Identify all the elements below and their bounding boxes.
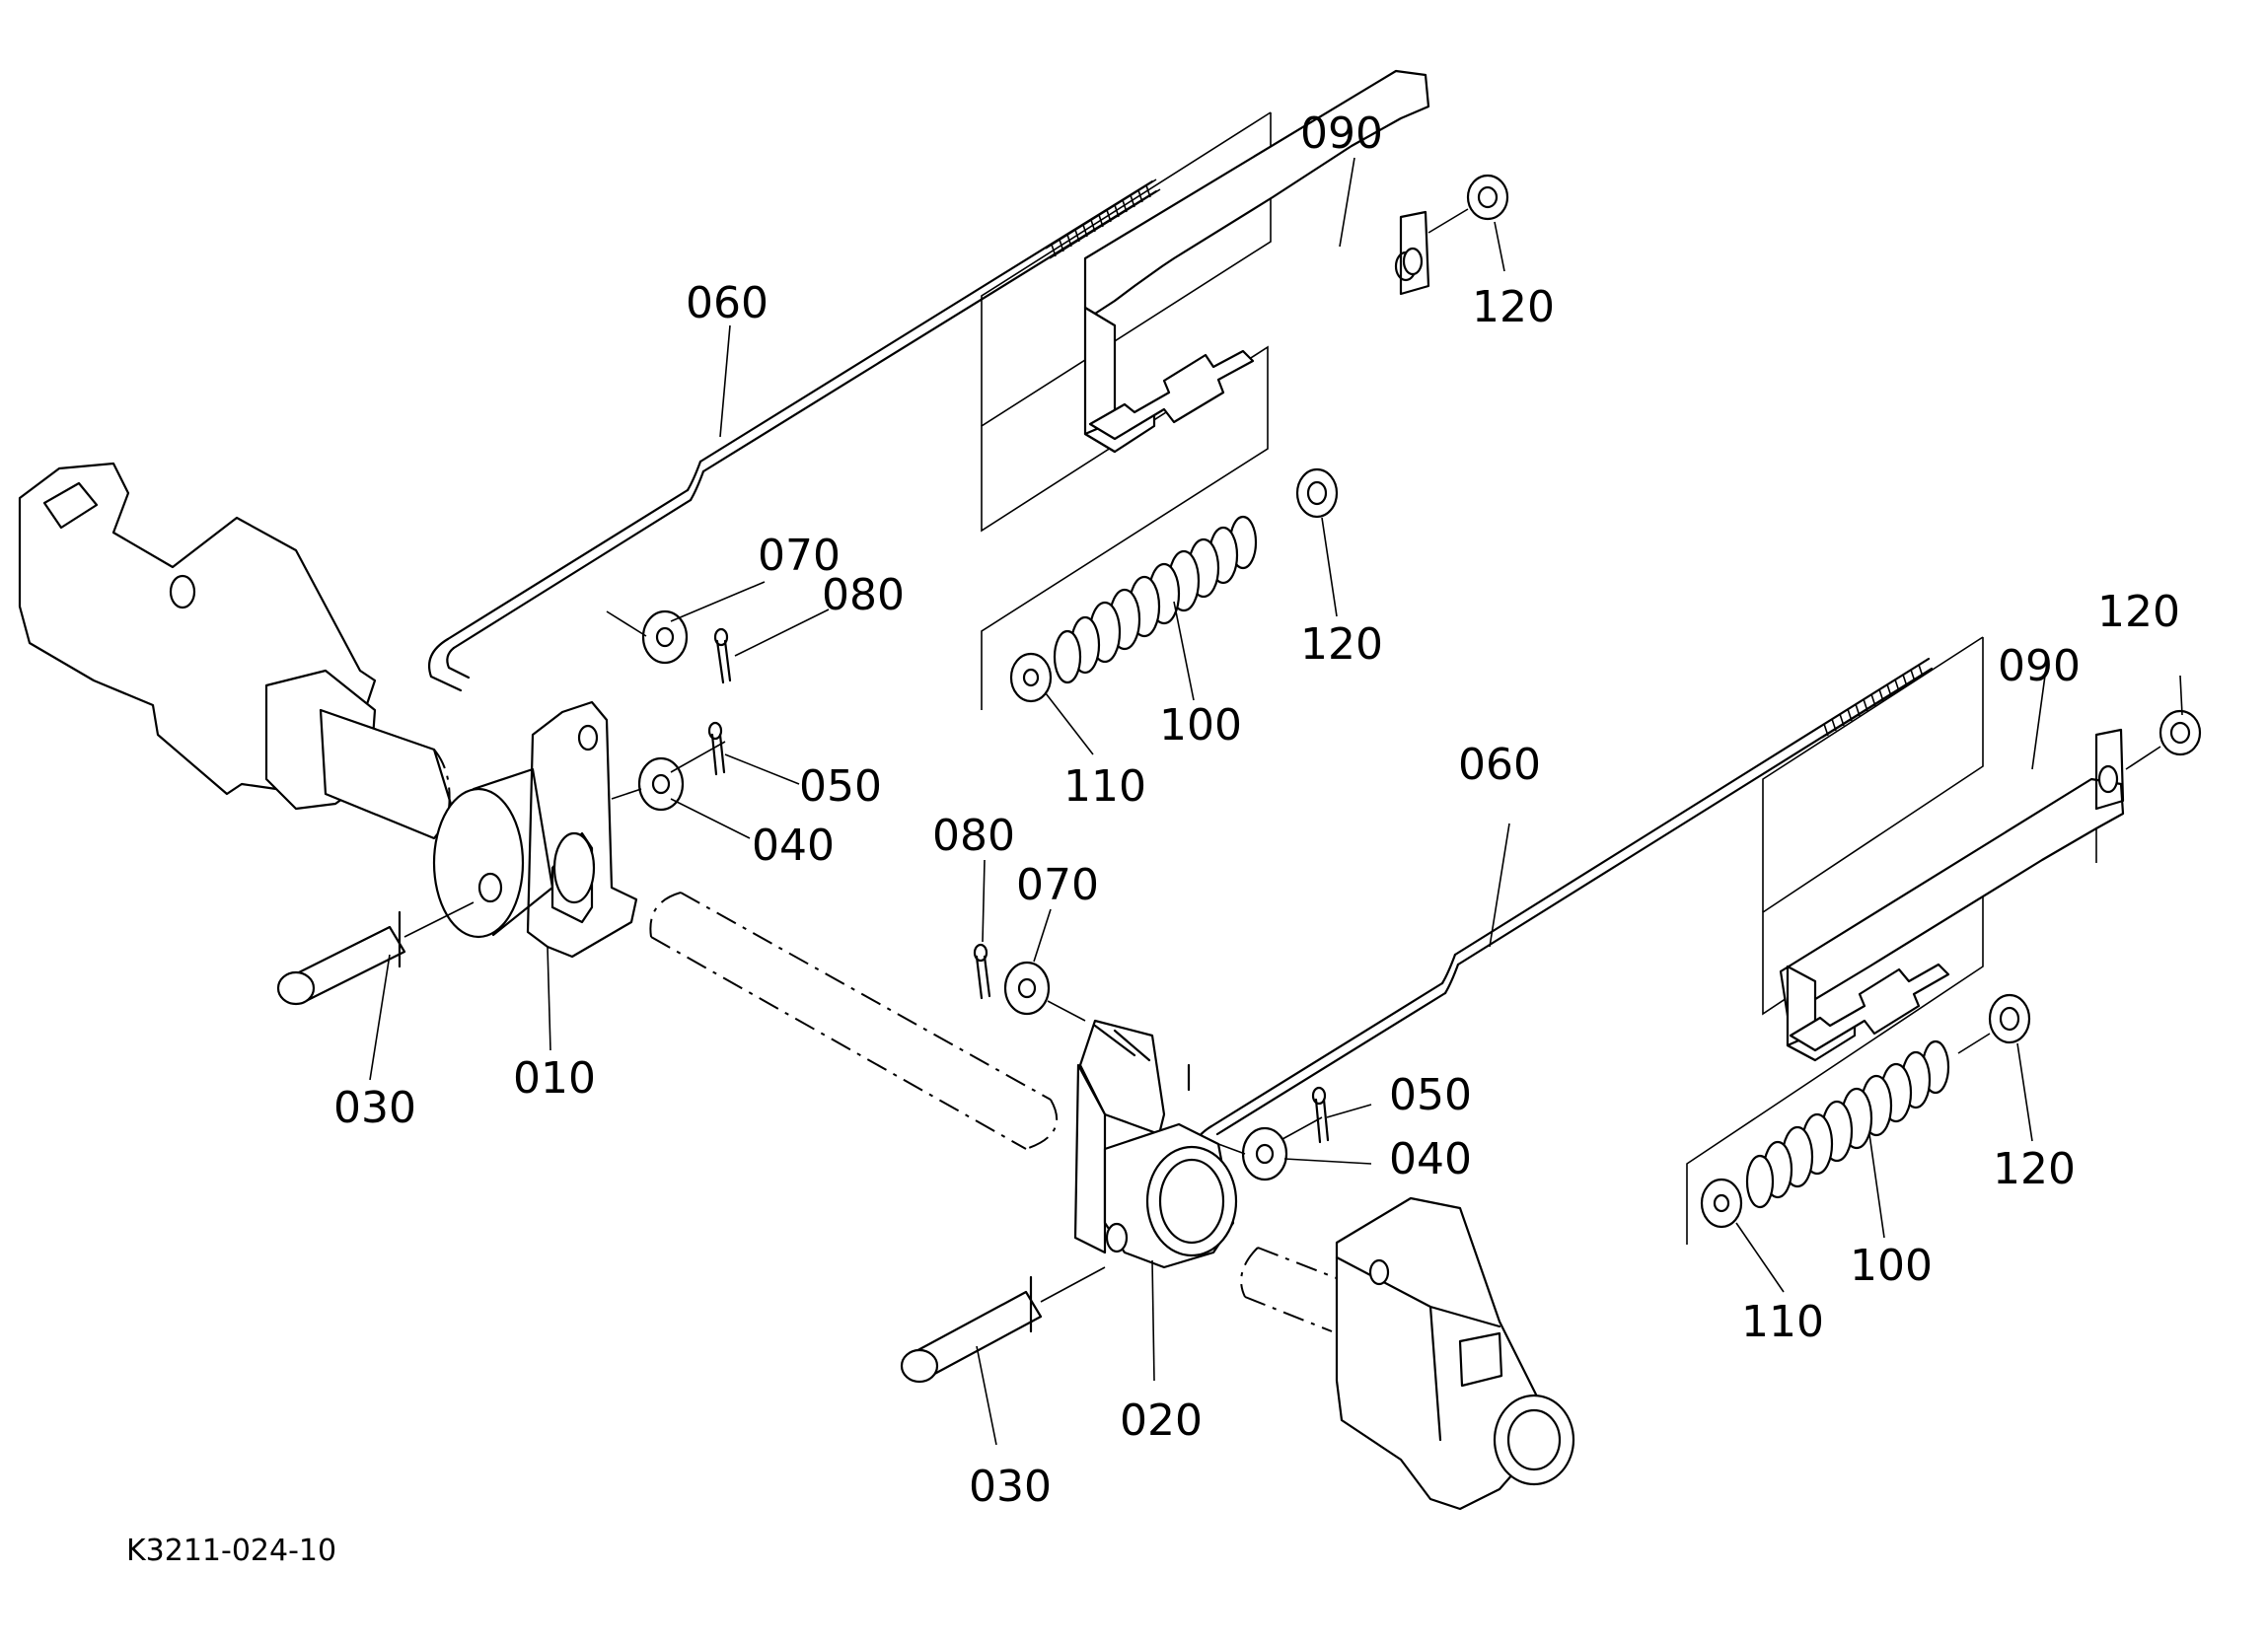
callout-090-upper: 090 [1300, 108, 1383, 159]
callout-060-lower: 060 [1458, 740, 1541, 790]
bracket-090-lower [1779, 728, 2125, 1062]
bracket-020 [1073, 1019, 1238, 1269]
callout-labels: 090 060 120 120 070 080 050 040 100 110 … [333, 108, 2180, 1512]
washer-070-lower [1003, 961, 1051, 1016]
callout-100-upper: 100 [1159, 700, 1242, 751]
rod-060-lower [1193, 657, 1934, 1172]
bracket-010 [432, 700, 638, 959]
callout-120-lower-mid: 120 [1993, 1144, 2076, 1194]
callout-100-lower: 100 [1850, 1241, 1933, 1291]
washer-110-upper [1009, 652, 1053, 703]
callout-070-lower: 070 [1016, 860, 1099, 910]
washer-070-upper [641, 609, 689, 665]
washer-110-lower [1700, 1178, 1743, 1229]
pin-030-upper [276, 901, 475, 1006]
cotter-080-upper [713, 627, 732, 684]
callout-090-lower: 090 [1998, 641, 2081, 691]
bracket-090-upper-detail [1088, 210, 1430, 441]
callout-110-lower: 110 [1741, 1297, 1824, 1347]
rod-060-upper [427, 179, 1161, 692]
callout-110-upper: 110 [1063, 761, 1146, 812]
callout-080-upper: 080 [822, 570, 905, 620]
cotter-050-upper [707, 721, 726, 776]
cotter-050-lower [1311, 1086, 1330, 1144]
callout-060-upper: 060 [686, 278, 768, 328]
shaft-hidden-upper [649, 892, 1059, 1150]
callout-040-lower: 040 [1389, 1134, 1472, 1184]
callout-070-upper: 070 [758, 531, 841, 581]
spring-100-lower [1745, 1039, 1950, 1209]
callout-050-upper: 050 [799, 761, 882, 812]
bracket-090-upper [1083, 69, 1430, 454]
arm-right [1240, 1196, 1575, 1511]
callout-120-upper-mid: 120 [1300, 619, 1383, 670]
pin-030-lower [900, 1266, 1106, 1384]
callout-010: 010 [513, 1053, 596, 1104]
washer-040-lower [1241, 1126, 1288, 1181]
drawing-code: K3211-024-10 [126, 1534, 336, 1568]
spring-100-upper [1053, 515, 1258, 684]
nut-120-lower-mid [1988, 993, 2031, 1044]
nut-120-upper-top [1466, 174, 1509, 221]
callout-120-upper-top: 120 [1472, 282, 1555, 332]
cotter-080-lower [973, 943, 991, 1000]
nut-120-upper-mid [1295, 467, 1339, 519]
callout-080-lower: 080 [932, 811, 1015, 861]
callout-030-lower: 030 [969, 1462, 1052, 1512]
callout-030-upper: 030 [333, 1083, 416, 1133]
callout-050-lower: 050 [1389, 1070, 1472, 1120]
rod-thread-lower [1817, 658, 1934, 739]
nut-120-lower-top [2158, 709, 2202, 756]
arm-left [18, 462, 456, 840]
callout-020: 020 [1120, 1396, 1203, 1446]
leader-lines [369, 157, 2183, 1446]
callout-040-upper: 040 [752, 821, 835, 871]
callout-120-lower-top: 120 [2097, 587, 2180, 637]
rod-thread-upper [1045, 179, 1161, 259]
